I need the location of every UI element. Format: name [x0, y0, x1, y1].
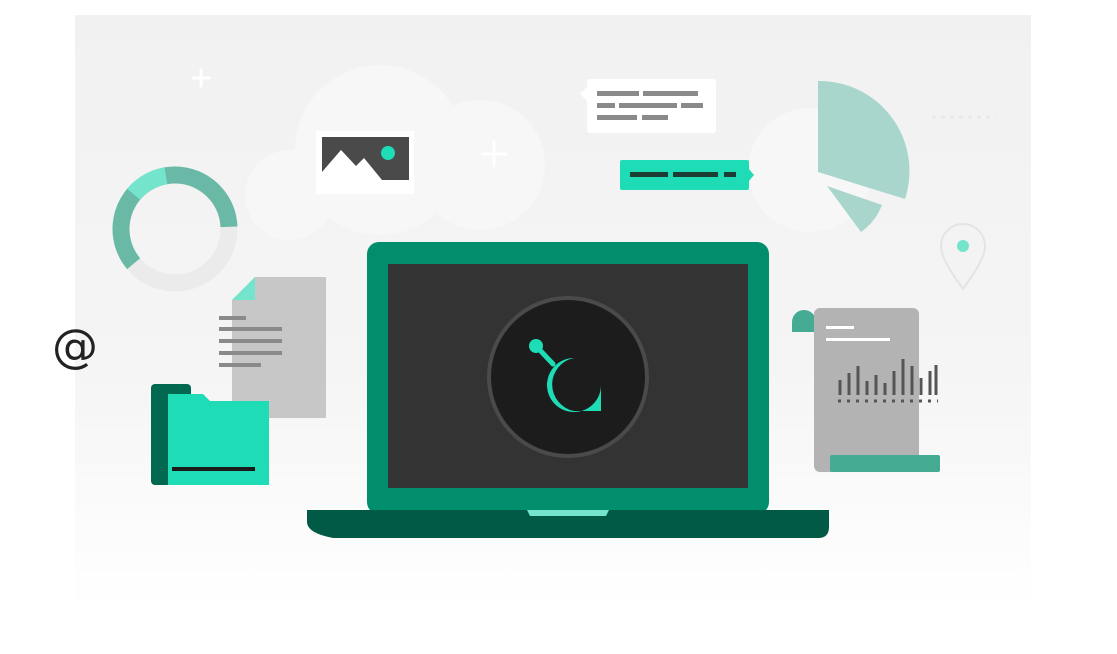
at-icon: @ — [52, 319, 98, 373]
receipt-icon — [792, 308, 940, 472]
pie-chart-icon — [818, 80, 910, 232]
plus-icon — [191, 68, 508, 168]
sia-logo-icon — [487, 296, 649, 458]
image-icon — [316, 131, 414, 194]
folder-icon — [151, 384, 269, 485]
map-pin-icon — [939, 223, 987, 291]
donut-chart-icon — [112, 166, 238, 292]
document-icon — [219, 277, 326, 418]
speech-bubble-icon — [580, 79, 716, 133]
message-bar-icon — [620, 160, 754, 190]
receipt-bars — [838, 359, 938, 395]
